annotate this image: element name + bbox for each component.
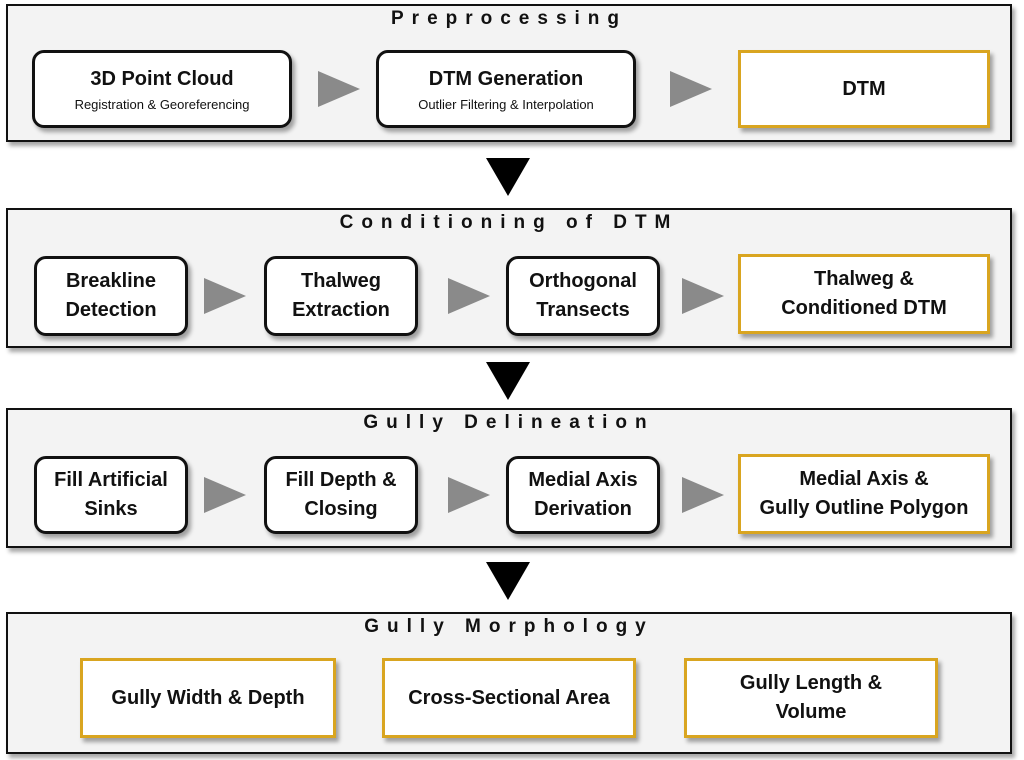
dtm-result-label: DTM <box>842 77 886 100</box>
delineation-panel: Gully Delineation Fill Artificial Sinks … <box>6 408 1012 548</box>
fill-sinks-box: Fill Artificial Sinks <box>34 456 188 534</box>
point-cloud-box: 3D Point Cloud Registration & Georeferen… <box>32 50 292 128</box>
right-arrow-icon <box>318 71 360 107</box>
dtm-result-box: DTM <box>738 50 990 128</box>
cross-section-label: Cross-Sectional Area <box>408 686 610 709</box>
right-arrow-icon <box>682 278 724 314</box>
gully-outline-result-label: Medial Axis & Gully Outline Polygon <box>759 468 969 519</box>
fill-depth-box: Fill Depth & Closing <box>264 456 418 534</box>
fill-sinks-label: Fill Artificial Sinks <box>54 469 168 520</box>
fill-depth-label: Fill Depth & Closing <box>285 469 397 520</box>
dtm-generation-subtitle: Outlier Filtering & Interpolation <box>418 96 594 112</box>
medial-axis-box: Medial Axis Derivation <box>506 456 660 534</box>
width-depth-label: Gully Width & Depth <box>111 686 305 709</box>
point-cloud-subtitle: Registration & Georeferencing <box>74 96 250 112</box>
thalweg-extraction-label: Thalweg Extraction <box>292 270 390 321</box>
thalweg-dtm-result-label: Thalweg & Conditioned DTM <box>781 268 947 319</box>
orthogonal-transects-box: Orthogonal Transects <box>506 256 660 336</box>
right-arrow-icon <box>448 278 490 314</box>
down-arrow-icon <box>486 362 530 400</box>
thalweg-extraction-box: Thalweg Extraction <box>264 256 418 336</box>
right-arrow-icon <box>204 278 246 314</box>
breakline-detection-label: Breakline Detection <box>65 270 157 321</box>
width-depth-box: Gully Width & Depth <box>80 658 336 738</box>
morphology-panel: Gully Morphology Gully Width & Depth Cro… <box>6 612 1012 754</box>
preprocessing-title: Preprocessing <box>391 8 627 29</box>
down-arrow-icon <box>486 562 530 600</box>
morphology-title: Gully Morphology <box>364 616 654 637</box>
preprocessing-panel: Preprocessing 3D Point Cloud Registratio… <box>6 4 1012 142</box>
medial-axis-label: Medial Axis Derivation <box>528 469 638 520</box>
breakline-detection-box: Breakline Detection <box>34 256 188 336</box>
cross-section-box: Cross-Sectional Area <box>382 658 636 738</box>
right-arrow-icon <box>448 477 490 513</box>
right-arrow-icon <box>682 477 724 513</box>
right-arrow-icon <box>204 477 246 513</box>
dtm-generation-title: DTM Generation <box>428 67 584 90</box>
right-arrow-icon <box>670 71 712 107</box>
length-volume-box: Gully Length & Volume <box>684 658 938 738</box>
length-volume-label: Gully Length & Volume <box>739 672 883 723</box>
conditioning-panel: Conditioning of DTM Breakline Detection … <box>6 208 1012 348</box>
delineation-title: Gully Delineation <box>363 412 655 433</box>
dtm-generation-box: DTM Generation Outlier Filtering & Inter… <box>376 50 636 128</box>
thalweg-dtm-result-box: Thalweg & Conditioned DTM <box>738 254 990 334</box>
orthogonal-transects-label: Orthogonal Transects <box>529 270 637 321</box>
point-cloud-title: 3D Point Cloud <box>90 67 234 90</box>
gully-outline-result-box: Medial Axis & Gully Outline Polygon <box>738 454 990 534</box>
down-arrow-icon <box>486 158 530 196</box>
conditioning-title: Conditioning of DTM <box>339 212 679 233</box>
